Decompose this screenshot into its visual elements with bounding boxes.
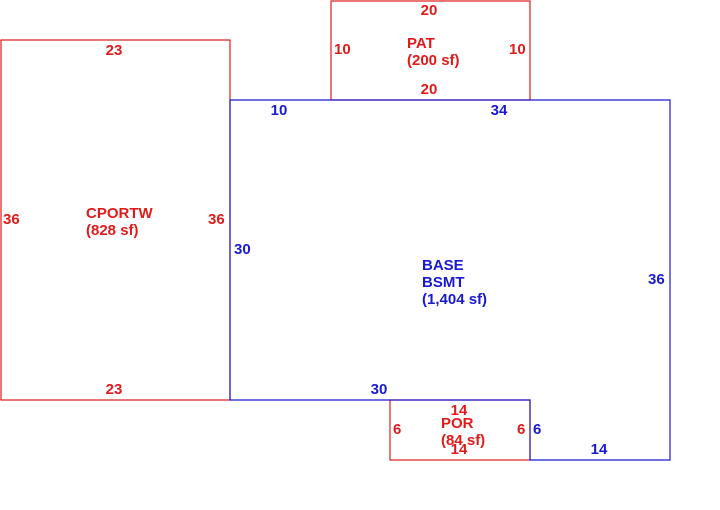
pat-label: PAT	[407, 35, 435, 52]
cportw-top-dim: 23	[106, 42, 123, 59]
pat-area: (200 sf)	[407, 52, 460, 69]
por-right-dim: 6	[517, 421, 525, 438]
base-bottom-left-dim: 30	[371, 381, 388, 398]
base-bottom-right-dim: 14	[591, 441, 608, 458]
pat-left-dim: 10	[334, 41, 351, 58]
base-top-left-dim: 10	[271, 102, 288, 119]
pat-top-dim: 20	[421, 2, 438, 19]
por-bottom-dim: 14	[451, 441, 468, 458]
base-sub-label: BSMT	[422, 274, 465, 291]
pat-right-dim: 10	[509, 41, 526, 58]
cportw-label: CPORTW	[86, 205, 154, 222]
base-outline	[229, 99, 671, 461]
por-area: (84 sf)	[441, 432, 485, 449]
cportw-bottom-dim: 23	[106, 381, 123, 398]
base-label: BASE	[422, 257, 464, 274]
por-left-dim: 6	[393, 421, 401, 438]
cportw-area: (828 sf)	[86, 222, 139, 239]
cportw-left-dim: 36	[3, 211, 20, 228]
base-top-right-dim: 34	[491, 102, 508, 119]
pat-bottom-dim: 20	[421, 81, 438, 98]
cportw-right-dim: 36	[208, 211, 225, 228]
base-area: (1,404 sf)	[422, 291, 487, 308]
base-right-dim: 36	[648, 271, 665, 288]
base-notch-dim: 6	[533, 421, 541, 438]
base-left-dim: 30	[234, 241, 251, 258]
por-top-dim: 14	[451, 402, 468, 419]
por-label: POR	[441, 415, 474, 432]
